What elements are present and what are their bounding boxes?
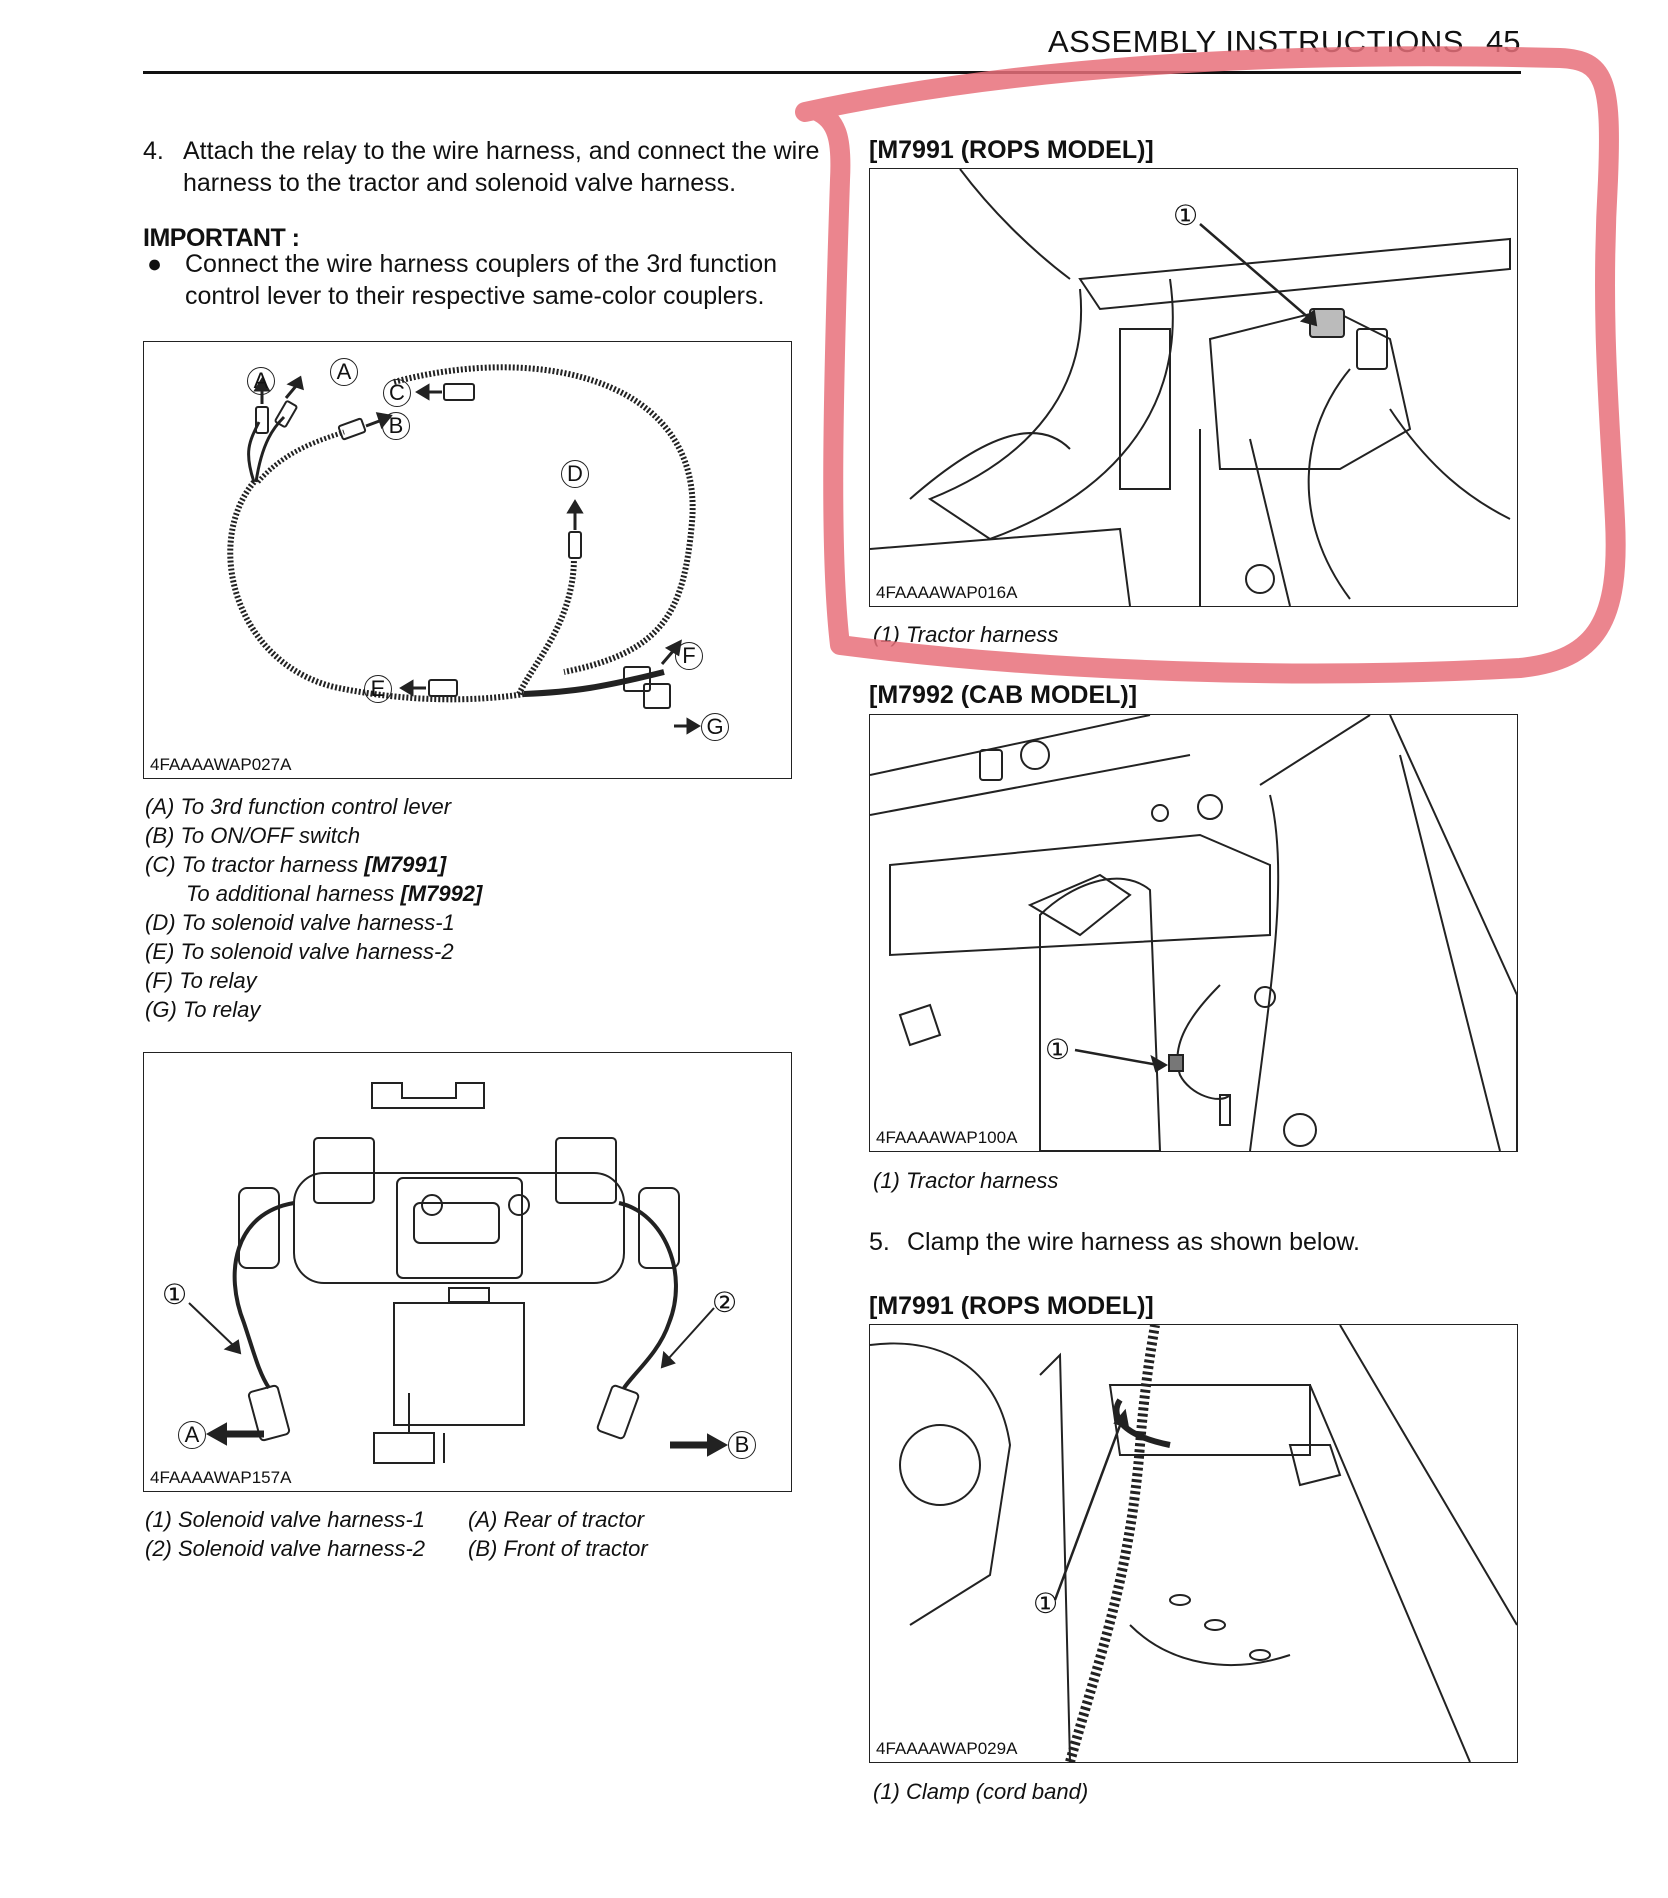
bullet-dot-icon: ● — [147, 250, 163, 278]
callout-1: ① — [1045, 1034, 1071, 1065]
label-a-2: A — [330, 358, 358, 386]
caption-solenoid-1: (1) Solenoid valve harness-1 — [145, 1507, 426, 1532]
caption-tractor-harness-cab: (1) Tractor harness — [873, 1168, 1059, 1193]
caption-b: (B) To ON/OFF switch — [145, 823, 361, 848]
important-label: IMPORTANT : — [143, 224, 300, 252]
callout-2: ② — [712, 1287, 738, 1318]
figure-code: 4FAAAAWAP016A — [876, 583, 1021, 603]
caption-tractor-harness: (1) Tractor harness — [873, 622, 1059, 647]
caption-g: (G) To relay — [145, 997, 261, 1022]
step-number: 5. — [869, 1228, 890, 1256]
label-a-1: A — [247, 367, 275, 395]
caption-a: (A) To 3rd function control lever — [145, 794, 452, 819]
caption-clamp: (1) Clamp (cord band) — [873, 1779, 1089, 1804]
label-c: C — [383, 379, 411, 407]
figure-code: 4FAAAAWAP029A — [876, 1739, 1021, 1759]
label-b: B — [728, 1431, 756, 1459]
label-e: E — [364, 675, 392, 703]
figure-rops-harness: ① 4FAAAAWAP016A — [869, 168, 1518, 607]
cab-harness-drawing — [870, 715, 1517, 1151]
figure-code: 4FAAAAWAP100A — [876, 1128, 1021, 1148]
rops-model-label: [M7991 (ROPS MODEL)] — [869, 136, 1154, 164]
label-d: D — [561, 460, 589, 488]
figure-code: 4FAAAAWAP027A — [150, 755, 295, 775]
solenoid-valve-drawing — [188, 1082, 729, 1464]
step-text: Attach the relay to the wire harness, an… — [183, 137, 820, 197]
figure-wire-harness: A A B C D E F G 4FAAAAWAP027A — [143, 341, 792, 779]
cab-model-label: [M7992 (CAB MODEL)] — [869, 681, 1138, 709]
callout-1: ① — [1173, 200, 1199, 231]
figure-cab-harness: ① 4FAAAAWAP100A — [869, 714, 1518, 1152]
label-a: A — [178, 1421, 206, 1449]
header-rule — [143, 71, 1521, 74]
page-number: 45 — [1486, 24, 1521, 59]
bullet-text: Connect the wire harness couplers of the… — [185, 250, 778, 310]
step-number: 4. — [143, 137, 164, 165]
step-text: Clamp the wire harness as shown below. — [907, 1228, 1361, 1256]
label-f: F — [675, 642, 703, 670]
caption-front: (B) Front of tractor — [468, 1536, 648, 1561]
caption-rear: (A) Rear of tractor — [468, 1507, 645, 1532]
figure-solenoid-valve: ① ② A B 4FAAAAWAP157A — [143, 1052, 792, 1492]
label-g: G — [701, 713, 729, 741]
rops-model-label-2: [M7991 (ROPS MODEL)] — [869, 1292, 1154, 1320]
rops-clamp-drawing — [870, 1325, 1517, 1762]
caption-e: (E) To solenoid valve harness-2 — [145, 939, 454, 964]
important-bullet: ● Connect the wire harness couplers of t… — [147, 248, 847, 314]
figure-rops-clamp: ① 4FAAAAWAP029A — [869, 1324, 1518, 1763]
caption-list-harness: (A) To 3rd function control lever (B) To… — [145, 792, 482, 1024]
figure-code: 4FAAAAWAP157A — [150, 1468, 295, 1488]
label-b: B — [382, 412, 410, 440]
wire-harness-drawing — [227, 364, 701, 735]
page-header-title: ASSEMBLY INSTRUCTIONS — [1048, 24, 1464, 59]
caption-d: (D) To solenoid valve harness-1 — [145, 910, 455, 935]
rops-harness-drawing — [870, 169, 1511, 606]
callout-1: ① — [1033, 1588, 1059, 1619]
caption-solenoid-2: (2) Solenoid valve harness-2 — [145, 1536, 426, 1561]
caption-c: (C) To tractor harness [M7991] — [145, 852, 447, 877]
caption-f: (F) To relay — [145, 968, 257, 993]
step-4: 4. Attach the relay to the wire harness,… — [143, 135, 843, 201]
caption-c-alt: To additional harness [M7992] — [186, 881, 483, 906]
callout-1: ① — [162, 1279, 188, 1310]
step-5: 5. Clamp the wire harness as shown below… — [869, 1226, 1519, 1260]
